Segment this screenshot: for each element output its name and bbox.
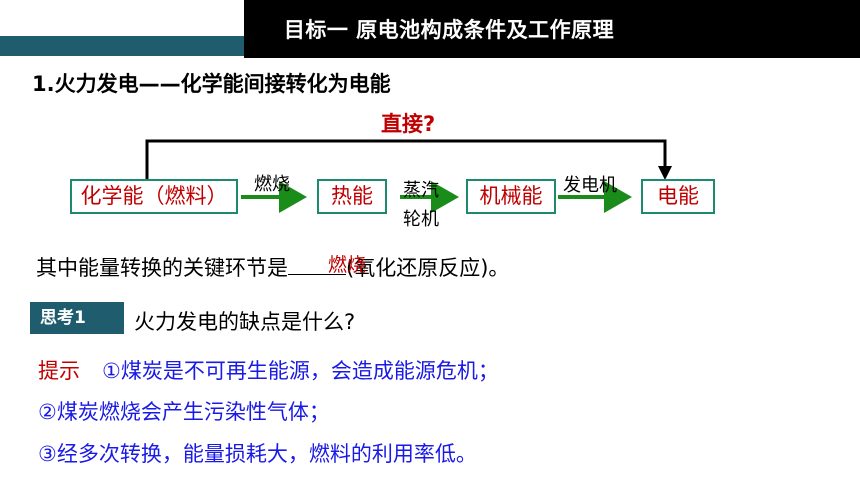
answer-point-2: ②煤炭燃烧会产生污染性气体；: [38, 400, 330, 424]
header-accent-band: [0, 36, 244, 56]
sentence-after: (氧化还原反应)。: [346, 256, 510, 280]
box-heat-energy: 热能: [317, 179, 387, 214]
label-generator: 发电机: [563, 175, 617, 196]
header-title-bar: [244, 0, 860, 58]
section-title: 1.火力发电——化学能间接转化为电能: [32, 72, 391, 96]
answer-point-3: ③经多次转换，能量损耗大，燃料的利用率低。: [38, 442, 477, 466]
sentence-before: 其中能量转换的关键环节是: [36, 256, 288, 280]
bypass-arrowhead: [658, 166, 672, 180]
box-chemical-energy: 化学能（燃料）: [70, 179, 238, 214]
label-combustion: 燃烧: [254, 174, 290, 195]
direct-question: 直接?: [381, 112, 436, 136]
thinking-badge: 思考1: [30, 302, 124, 334]
hint-label: 提示: [38, 359, 80, 383]
box-electric-energy: 电能: [641, 179, 715, 214]
box-mechanical-energy: 机械能: [466, 179, 556, 214]
answer-blank: [288, 252, 346, 275]
blank-answer: 燃烧: [328, 254, 367, 276]
label-steam: 蒸汽: [403, 180, 439, 201]
answer-line-1: 提示 ①煤炭是不可再生能源，会造成能源危机；: [38, 355, 499, 385]
label-turbine: 轮机: [403, 209, 439, 230]
page-title: 目标一 原电池构成条件及工作原理: [283, 18, 615, 42]
answer-point-1: ①煤炭是不可再生能源，会造成能源危机；: [102, 359, 499, 383]
bypass-line: [145, 139, 667, 179]
thinking-question: 火力发电的缺点是什么?: [134, 310, 356, 334]
key-step-sentence: 其中能量转换的关键环节是 (氧化还原反应)。: [36, 252, 509, 282]
